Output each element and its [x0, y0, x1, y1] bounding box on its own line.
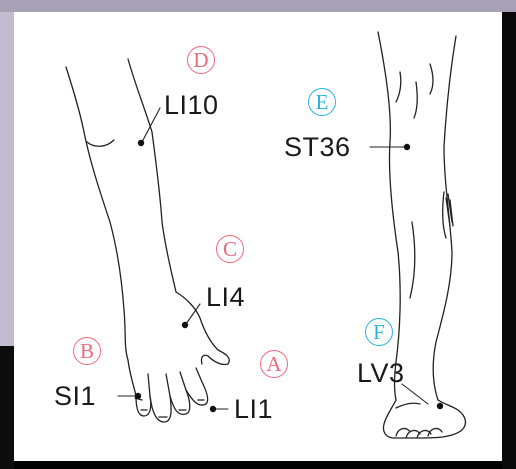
li10-point-dot [138, 140, 144, 146]
st36-point-dot [404, 144, 410, 150]
acupoint-diagram: D LI10 C LI4 B SI1 A LI1 E ST36 F LV3 [14, 12, 502, 461]
badge-a: A [260, 350, 288, 378]
label-li10: LI10 [164, 92, 219, 119]
window-left-strip [0, 12, 14, 346]
li10-leader [142, 108, 160, 142]
badge-f: F [365, 318, 393, 346]
badge-e: E [308, 88, 336, 116]
label-si1: SI1 [54, 383, 96, 410]
li4-point-dot [182, 322, 188, 328]
window-right-strip [502, 12, 516, 469]
li1-point-dot [210, 406, 216, 412]
label-lv3: LV3 [357, 360, 405, 387]
badge-c: C [216, 235, 244, 263]
label-li4: LI4 [206, 284, 245, 311]
label-st36: ST36 [284, 134, 351, 161]
lv3-leader [402, 384, 428, 404]
badge-b: B [73, 337, 101, 365]
window-top-strip [0, 0, 516, 12]
si1-point-dot [135, 393, 141, 399]
label-li1: LI1 [234, 396, 273, 423]
window-left-strip-dark [0, 346, 14, 469]
badge-d: D [187, 46, 215, 74]
lv3-point-dot [437, 403, 443, 409]
